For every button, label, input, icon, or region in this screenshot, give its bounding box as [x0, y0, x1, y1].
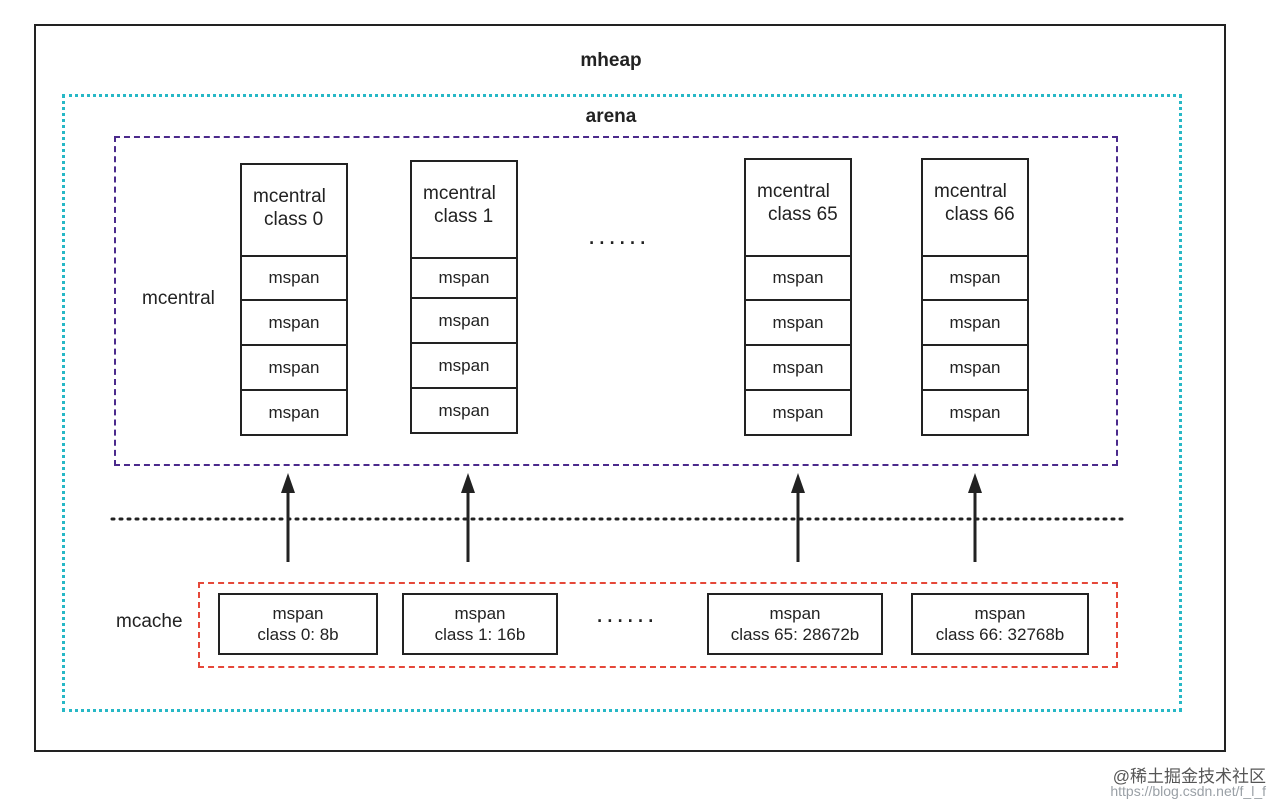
mcache-item-line1: mspan	[974, 604, 1026, 623]
watermark-brand: @稀土掘金技术社区	[1112, 767, 1266, 786]
mspan-block: mspan	[921, 299, 1029, 346]
mcentral-head-line1: mcentral	[253, 186, 326, 207]
mheap-title: mheap	[580, 50, 642, 71]
mcache-item-line2: class 1: 16b	[434, 625, 526, 644]
mcache-class-0: mspan class 0: 8b	[218, 593, 378, 655]
mcache-label: mcache	[116, 611, 183, 632]
arrow-class-66	[968, 473, 982, 562]
mcentral-head-line1: mcentral	[934, 181, 1007, 202]
mspan-block: mspan	[240, 389, 348, 436]
mcache-class-1: mspan class 1: 16b	[402, 593, 558, 655]
mcentral-class-1-head: mcentral class 1	[410, 160, 518, 259]
mcache-item-line1: mspan	[272, 604, 324, 623]
mcentral-class-66-head: mcentral class 66	[921, 158, 1029, 257]
mcache-item-line2: class 0: 8b	[257, 625, 339, 644]
ellipsis: ......	[588, 220, 650, 250]
mcache-item-line1: mspan	[769, 604, 821, 623]
mspan-block: mspan	[744, 344, 852, 391]
mcache-class-65: mspan class 65: 28672b	[707, 593, 883, 655]
arena-container	[62, 94, 1182, 712]
watermark-url: https://blog.csdn.net/f_l_f	[1110, 783, 1266, 799]
ellipsis: ......	[596, 598, 658, 628]
mspan-block: mspan	[240, 255, 348, 301]
mcentral-container	[114, 136, 1118, 466]
mcentral-head-line1: mcentral	[757, 181, 830, 202]
arrow-class-65	[791, 473, 805, 562]
mspan-block: mspan	[410, 387, 518, 434]
mspan-block: mspan	[744, 299, 852, 346]
mcentral-head-line2: class 65	[768, 204, 838, 225]
mcentral-label: mcentral	[142, 288, 215, 309]
mspan-block: mspan	[744, 389, 852, 436]
mspan-block: mspan	[410, 297, 518, 344]
mcentral-head-line2: class 66	[945, 204, 1015, 225]
mspan-block: mspan	[921, 389, 1029, 436]
mcache-item-line1: mspan	[454, 604, 506, 623]
mheap-container	[34, 24, 1226, 752]
arrow-class-1	[461, 473, 475, 562]
watermark: @稀土掘金技术社区 https://blog.csdn.net/f_l_f	[1110, 767, 1266, 799]
arrow-class-0	[281, 473, 295, 562]
mcache-item-line2: class 65: 28672b	[730, 625, 860, 644]
mcache-class-66: mspan class 66: 32768b	[911, 593, 1089, 655]
arena-title: arena	[585, 106, 637, 127]
mspan-block: mspan	[744, 255, 852, 301]
mcache-item-line2: class 66: 32768b	[935, 625, 1065, 644]
mspan-block: mspan	[921, 344, 1029, 391]
mcentral-head-line2: class 0	[264, 209, 324, 230]
mcache-container	[198, 582, 1118, 668]
mcentral-head-line1: mcentral	[423, 183, 496, 204]
mcentral-head-line2: class 1	[434, 206, 494, 227]
